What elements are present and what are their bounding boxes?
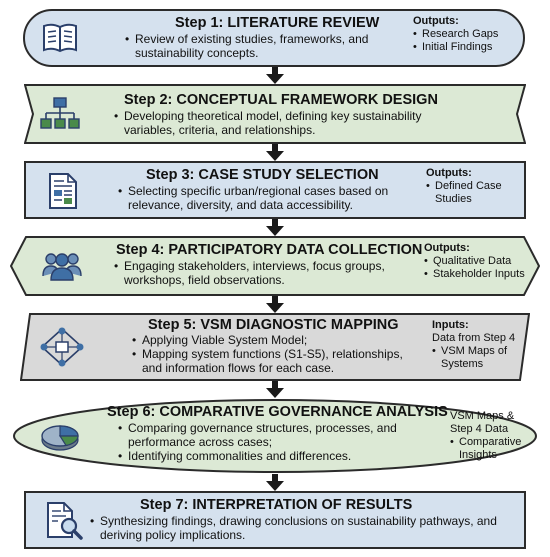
step-3-bullets: Selecting specific urban/regional cases … [118,184,418,212]
step-5-inputs: Inputs: Data from Step 4 VSM Maps of Sys… [432,319,524,371]
step-7-title: Step 7: INTERPRETATION OF RESULTS [140,497,413,513]
step-2-box: Step 2: CONCEPTUAL FRAMEWORK DESIGN Deve… [24,84,526,144]
step-5-inputs-heading: Inputs: [432,319,469,331]
step-7-bullet: Synthesizing findings, drawing conclusio… [90,514,520,542]
step-4-title: Step 4: PARTICIPATORY DATA COLLECTION [116,242,423,258]
step-3-title: Step 3: CASE STUDY SELECTION [146,167,379,183]
step-4-outputs-heading: Outputs: [424,242,470,254]
step-5-title: Step 5: VSM DIAGNOSTIC MAPPING [148,317,399,333]
arrow-6-7 [265,474,285,491]
step-1-outputs: Outputs: Research Gaps Initial Findings [413,15,521,54]
step-6-output-item: Comparative Insights [450,436,521,462]
step-1-output-item: Initial Findings [413,41,521,54]
step-5-inputs-source: Data from Step 4 [432,332,516,344]
step-2-bullets: Developing theoretical model, defining k… [114,109,474,137]
step-2-title: Step 2: CONCEPTUAL FRAMEWORK DESIGN [124,92,438,108]
people-icon [42,248,82,287]
step-6-title: Step 6: COMPARATIVE GOVERNANCE ANALYSIS [107,404,448,420]
magnifier-document-icon [44,501,84,546]
step-4-output-item: Qualitative Data [424,255,534,268]
step-7-box: Step 7: INTERPRETATION OF RESULTS Synthe… [24,491,526,549]
step-4-outputs: Outputs: Qualitative Data Stakeholder In… [424,242,534,281]
step-6-inputs: VSM Maps & Step 4 Data Comparative Insig… [450,410,521,462]
arrow-4-5 [265,296,285,313]
step-6-bullet: Identifying commonalities and difference… [118,449,408,463]
step-3-bullet: Selecting specific urban/regional cases … [118,184,418,212]
arrow-5-6 [265,381,285,398]
step-5-bullet: Mapping system functions (S1-S5), relati… [132,347,418,375]
step-1-bullet: Review of existing studies, frameworks, … [125,32,395,60]
pie-chart-icon [38,418,82,459]
arrow-3-4 [265,219,285,236]
step-6-bullet: Comparing governance structures, process… [118,421,408,449]
step-3-outputs: Outputs: Defined Case Studies [426,167,522,206]
step-1-bullets: Review of existing studies, frameworks, … [125,32,395,60]
step-2-bullet: Developing theoretical model, defining k… [114,109,474,137]
step-4-output-item: Stakeholder Inputs [424,268,534,281]
step-3-output-item: Defined Case Studies [426,180,522,206]
network-icon [40,327,84,372]
document-icon [48,172,78,215]
step-5-box: Step 5: VSM DIAGNOSTIC MAPPING Applying … [20,313,530,381]
step-6-box: Step 6: COMPARATIVE GOVERNANCE ANALYSIS … [12,398,538,474]
step-1-title: Step 1: LITERATURE REVIEW [175,15,380,31]
arrow-2-3 [265,144,285,161]
hierarchy-icon [40,96,80,137]
step-4-box: Step 4: PARTICIPATORY DATA COLLECTION En… [10,236,540,296]
step-4-bullets: Engaging stakeholders, interviews, focus… [114,259,414,287]
step-3-box: Step 3: CASE STUDY SELECTION Selecting s… [24,161,526,219]
step-5-bullets: Applying Viable System Model; Mapping sy… [132,333,418,375]
step-1-outputs-heading: Outputs: [413,15,459,27]
step-5-bullet: Applying Viable System Model; [132,333,418,347]
book-icon [41,21,79,60]
step-1-output-item: Research Gaps [413,28,521,41]
arrow-1-2 [265,67,285,84]
step-4-bullet: Engaging stakeholders, interviews, focus… [114,259,414,287]
step-7-bullets: Synthesizing findings, drawing conclusio… [90,514,520,542]
step-5-input-item: VSM Maps of Systems [432,345,524,371]
step-1-box: Step 1: LITERATURE REVIEW Review of exis… [23,9,525,67]
step-3-outputs-heading: Outputs: [426,167,472,179]
step-6-inputs-source: VSM Maps & Step 4 Data [450,410,515,435]
step-6-bullets: Comparing governance structures, process… [118,421,408,463]
